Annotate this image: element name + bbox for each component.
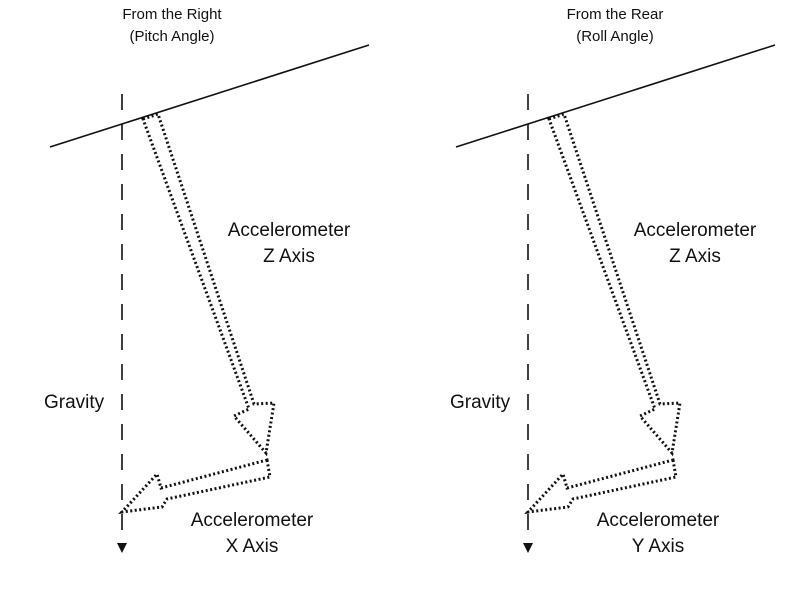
left-panel: [49, 44, 370, 553]
left-z-axis-label: Accelerometer Z Axis: [199, 218, 379, 270]
right-view-subtitle-text: (Roll Angle): [576, 28, 654, 45]
right-z-axis-label-line1: Accelerometer: [633, 220, 757, 241]
right-y-axis-arrow: [524, 458, 678, 514]
left-view-title-text: From the Right: [122, 6, 222, 23]
right-gravity-label: Gravity: [450, 392, 511, 413]
right-z-axis-arrow: [547, 112, 682, 457]
left-gravity-arrowhead: [117, 543, 127, 553]
right-view-title: From the Rear (Roll Angle): [515, 4, 715, 48]
right-view-title-text: From the Rear: [566, 6, 664, 23]
right-y-axis-label: Accelerometer Y Axis: [568, 508, 748, 560]
left-z-axis-label-line1: Accelerometer: [227, 220, 351, 241]
right-panel: [455, 44, 776, 553]
left-z-axis-arrow: [141, 112, 276, 457]
left-z-axis-label-line2: Z Axis: [263, 246, 315, 267]
right-gravity-arrowhead: [523, 543, 533, 553]
left-x-axis-label-line2: X Axis: [225, 536, 279, 557]
right-y-axis-label-line2: Y Axis: [631, 536, 685, 557]
left-tilted-surface: [49, 44, 370, 148]
right-tilted-surface: [455, 44, 776, 148]
left-x-axis-arrow: [118, 458, 272, 514]
right-z-axis-label-line2: Z Axis: [669, 246, 721, 267]
left-view-title: From the Right (Pitch Angle): [72, 4, 272, 48]
right-z-axis-label: Accelerometer Z Axis: [605, 218, 785, 270]
left-x-axis-label: Accelerometer X Axis: [162, 508, 342, 560]
right-y-axis-label-line1: Accelerometer: [596, 510, 720, 531]
left-gravity-label: Gravity: [44, 392, 105, 413]
left-view-subtitle-text: (Pitch Angle): [129, 28, 215, 45]
left-x-axis-label-line1: Accelerometer: [190, 510, 314, 531]
